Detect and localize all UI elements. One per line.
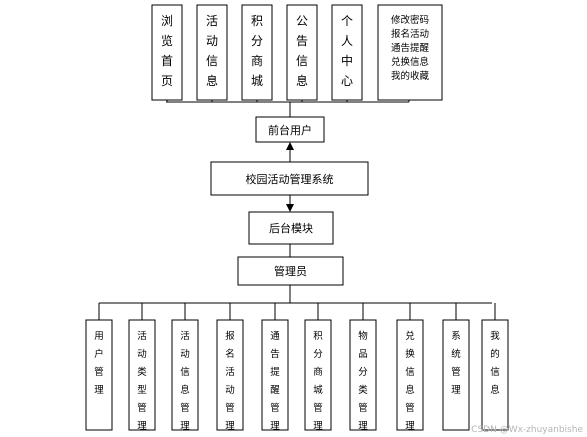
top-module-label: 浏览首页 bbox=[161, 14, 173, 88]
bottom-module-label: 活动类型管理 bbox=[137, 330, 147, 432]
backend-module-box bbox=[248, 211, 334, 245]
system-to-frontend-arrowhead bbox=[286, 142, 294, 150]
bottom-module-label: 通告提醒管理 bbox=[270, 331, 280, 432]
bottom-module-box bbox=[349, 319, 377, 431]
personal-center-item: 修改密码 bbox=[391, 14, 429, 26]
top-module-box bbox=[151, 4, 183, 101]
bottom-connectors bbox=[98, 303, 496, 320]
top-module-box bbox=[196, 4, 228, 101]
bottom-module-box bbox=[481, 319, 509, 431]
personal-center-item: 报名活动 bbox=[391, 28, 429, 40]
backend-modules: 用户管理 活动类型管理 活动信息管理 报名活动管理 通告提醒管理 积分商城管理 物品分类管理… bbox=[85, 319, 509, 432]
personal-center-detail-box bbox=[377, 4, 443, 101]
top-module-box bbox=[286, 4, 318, 101]
backend-module-label: 后台模块 bbox=[269, 221, 313, 235]
personal-center-item: 兑换信息 bbox=[391, 56, 429, 68]
bottom-module-box bbox=[442, 319, 470, 431]
frontend-modules: 浏览首页 活动信息 积分商城 公告信息 个人中心 bbox=[151, 4, 363, 101]
bottom-module-box bbox=[396, 319, 424, 431]
system-name-label: 校园活动管理系统 bbox=[246, 172, 334, 186]
system-to-backend-arrowhead bbox=[286, 204, 294, 212]
admin-label: 管理员 bbox=[274, 264, 307, 278]
frontend-user-box bbox=[255, 116, 325, 143]
frontend-user-label: 前台用户 bbox=[268, 123, 312, 137]
bottom-module-label: 用户管理 bbox=[94, 331, 104, 396]
bottom-module-box bbox=[128, 319, 156, 431]
top-module-label: 公告信息 bbox=[296, 14, 308, 88]
bottom-module-label: 活动信息管理 bbox=[180, 330, 190, 432]
watermark-text: CSDN @Wx-zhuyanbishe bbox=[471, 425, 583, 435]
top-module-label: 积分商城 bbox=[251, 14, 263, 88]
top-connectors bbox=[166, 100, 410, 102]
bottom-module-label: 我的信息 bbox=[490, 331, 500, 396]
bottom-module-label: 积分商城管理 bbox=[313, 330, 323, 432]
bottom-module-label: 报名活动管理 bbox=[225, 330, 235, 432]
bottom-module-box bbox=[216, 319, 244, 431]
top-module-label: 个人中心 bbox=[341, 14, 353, 88]
bottom-module-box bbox=[85, 319, 113, 431]
bottom-module-label: 兑换信息管理 bbox=[405, 330, 415, 432]
bottom-module-box bbox=[261, 319, 289, 431]
bottom-module-box bbox=[304, 319, 332, 431]
top-module-box bbox=[331, 4, 363, 101]
bottom-module-box bbox=[171, 319, 199, 431]
bottom-module-label: 物品分类管理 bbox=[358, 330, 368, 432]
personal-center-item: 我的收藏 bbox=[391, 70, 430, 82]
bottom-module-label: 系统管理 bbox=[451, 331, 461, 396]
top-module-label: 活动信息 bbox=[206, 14, 218, 88]
personal-center-item: 通告提醒 bbox=[391, 42, 430, 54]
